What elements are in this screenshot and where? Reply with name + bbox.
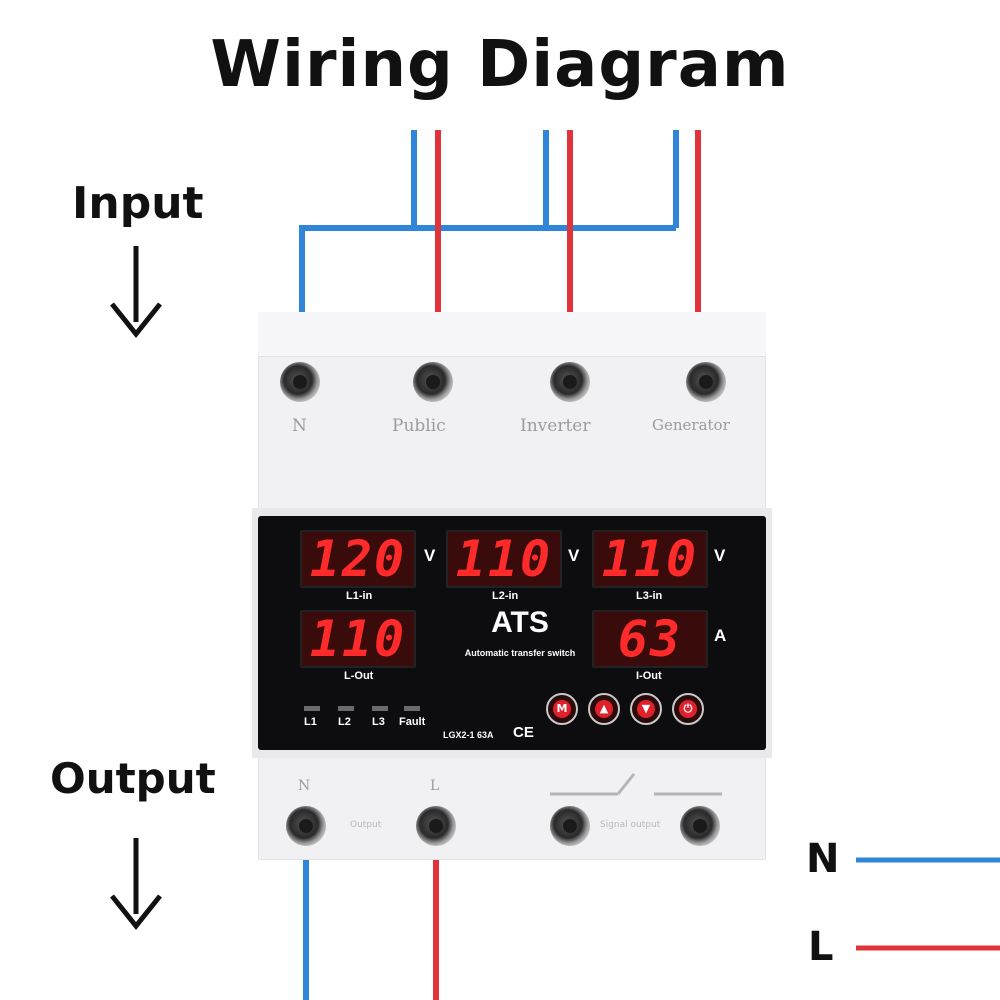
unit-v-1: V	[424, 546, 436, 565]
label-i-out: I-Out	[636, 670, 662, 682]
model-number: LGX2-1 63A	[443, 730, 494, 740]
arrow-up-icon: ▲	[595, 700, 613, 718]
device-bottom-housing	[258, 752, 766, 860]
output-label: Output	[50, 754, 216, 803]
led-fault	[404, 706, 420, 711]
device-subtitle: Automatic transfer switch	[464, 648, 576, 658]
display-l2-in: 110	[446, 530, 562, 588]
input-screw-inverter	[550, 362, 590, 402]
led-l1	[304, 706, 320, 711]
indicator-l2: L2	[338, 716, 351, 728]
unit-v-2: V	[568, 546, 580, 565]
power-button[interactable]: ⏻	[672, 693, 704, 725]
wire-n-input-bus	[299, 225, 676, 330]
down-button[interactable]: ▼	[630, 693, 662, 725]
ats-device: 120 V L1-in 110 V L2-in 110 V L3-in 110 …	[252, 312, 772, 860]
signal-screw-1	[550, 806, 590, 846]
terminal-label-n: N	[292, 416, 307, 436]
menu-icon: M	[553, 700, 571, 718]
indicator-l3: L3	[372, 716, 385, 728]
control-panel: 120 V L1-in 110 V L2-in 110 V L3-in 110 …	[258, 516, 766, 750]
signal-screw-2	[680, 806, 720, 846]
led-l2	[338, 706, 354, 711]
up-button[interactable]: ▲	[588, 693, 620, 725]
terminal-label-public: Public	[392, 416, 446, 436]
indicator-l1: L1	[304, 716, 317, 728]
display-l3-in: 110	[592, 530, 708, 588]
output-screw-l	[416, 806, 456, 846]
device-front: 120 V L1-in 110 V L2-in 110 V L3-in 110 …	[252, 508, 772, 758]
menu-button[interactable]: M	[546, 693, 578, 725]
label-l-out: L-Out	[344, 670, 374, 682]
ce-mark: CE	[513, 724, 534, 741]
power-icon: ⏻	[679, 700, 697, 718]
output-arrow-icon	[110, 838, 162, 931]
switch-symbol	[550, 773, 722, 796]
signal-output-label: Signal output	[600, 820, 661, 830]
legend-l-label: L	[808, 924, 834, 970]
input-screw-n	[280, 362, 320, 402]
output-terminal-l: L	[430, 778, 440, 794]
input-label: Input	[72, 178, 204, 229]
input-screw-generator	[686, 362, 726, 402]
led-l3	[372, 706, 388, 711]
terminal-label-generator: Generator	[652, 416, 730, 434]
label-l3-in: L3-in	[636, 590, 663, 602]
output-small-label: Output	[350, 820, 382, 830]
legend-lines	[856, 857, 1000, 951]
legend-n-label: N	[806, 836, 840, 882]
device-top-housing	[258, 312, 766, 512]
indicator-fault: Fault	[399, 716, 426, 728]
display-l1-in: 120	[300, 530, 416, 588]
display-l-out: 110	[300, 610, 416, 668]
unit-v-3: V	[714, 546, 726, 565]
arrow-down-icon: ▼	[637, 700, 655, 718]
label-l2-in: L2-in	[492, 590, 519, 602]
display-i-out: 63	[592, 610, 708, 668]
label-l1-in: L1-in	[346, 590, 373, 602]
input-screw-public	[413, 362, 453, 402]
page-title: Wiring Diagram	[210, 28, 790, 102]
output-terminal-n: N	[298, 778, 311, 794]
unit-a: A	[714, 626, 727, 645]
terminal-label-inverter: Inverter	[520, 416, 591, 436]
output-screw-n	[286, 806, 326, 846]
input-arrow-icon	[110, 246, 162, 339]
device-name: ATS	[491, 606, 549, 639]
